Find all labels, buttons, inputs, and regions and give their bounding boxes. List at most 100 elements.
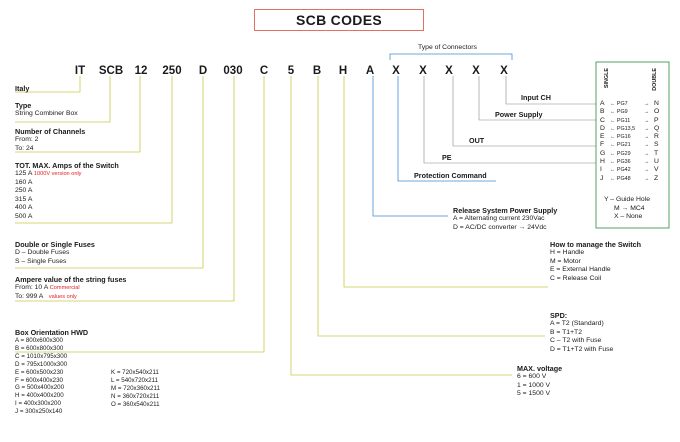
orientation-item: G = 500x400x200 bbox=[15, 384, 65, 392]
manage-value: C = Release Coil bbox=[550, 274, 602, 282]
amps-value: 400 A bbox=[15, 204, 33, 212]
connectors-box bbox=[595, 61, 670, 229]
orientation-item: D = 795x1000x300 bbox=[15, 360, 68, 368]
page-title: SCB CODES bbox=[254, 9, 424, 31]
code-voltage: 5 bbox=[287, 65, 295, 77]
orientation-item: M = 720x360x211 bbox=[111, 384, 160, 392]
release-heading: Release System Power Supply bbox=[453, 206, 558, 215]
orientation-item: I = 400x300x200 bbox=[15, 400, 61, 408]
code-manage: H bbox=[338, 65, 348, 77]
orientation-block: Box Orientation HWD A = 800x600x300 B = … bbox=[15, 328, 88, 416]
label-protection: Protection Command bbox=[414, 171, 487, 180]
orientation-col2: K = 720x540x211 L = 540x720x211 M = 720x… bbox=[111, 369, 160, 409]
fuses-heading: Double or Single Fuses bbox=[15, 240, 95, 249]
amps-value: 125 A 1000V version only bbox=[15, 170, 82, 177]
line-pe bbox=[423, 76, 596, 164]
connector-extra-item: M → MC4 bbox=[614, 204, 645, 212]
line-voltage bbox=[290, 76, 512, 376]
double-label: DOUBLE bbox=[652, 68, 658, 91]
line-protection bbox=[397, 76, 496, 182]
amps-note: 1000V version only bbox=[33, 171, 82, 177]
orientation-heading: Box Orientation HWD bbox=[15, 328, 89, 337]
type-block: Type String Combiner Box bbox=[15, 101, 78, 119]
connector-row: D← PG13,5→Q bbox=[600, 124, 660, 132]
code-fuse-amp: 030 bbox=[223, 65, 243, 77]
amps-block: TOT. MAX. Amps of the Switch 125 A 1000V… bbox=[15, 161, 119, 222]
orientation-item: F = 600x400x230 bbox=[15, 376, 63, 384]
single-label: SINGLE bbox=[604, 68, 610, 89]
fuses-block: Double or Single Fuses D – Double Fuses … bbox=[15, 240, 95, 266]
type-heading: Type bbox=[15, 101, 32, 110]
orientation-item: J = 300x250x140 bbox=[15, 408, 63, 416]
orientation-item: L = 540x720x211 bbox=[111, 376, 158, 384]
connector-extra-item: X – None bbox=[614, 213, 643, 221]
label-pe: PE bbox=[442, 153, 452, 162]
release-value: D = AC/DC converter → 24Vdc bbox=[453, 223, 547, 231]
connector-row: J← PG48→Z bbox=[600, 174, 659, 182]
code-out: X bbox=[445, 65, 453, 77]
connector-row: H← PG36→U bbox=[600, 158, 659, 166]
orientation-item: B = 600x800x300 bbox=[15, 344, 64, 352]
voltage-block: MAX. voltage 6 = 600 V 1 = 1000 V 5 = 15… bbox=[517, 364, 562, 399]
connector-extra-item: Y – Guide Hole bbox=[604, 196, 650, 203]
connectors-bracket bbox=[389, 53, 513, 60]
label-input-ch: Input CH bbox=[521, 93, 551, 102]
amps-heading: TOT. MAX. Amps of the Switch bbox=[15, 161, 119, 170]
code-spd: B bbox=[312, 65, 322, 77]
fuses-value: S – Single Fuses bbox=[15, 257, 67, 265]
code-country: IT bbox=[74, 65, 86, 77]
fuse-amp-from: From: 10 A Commercial bbox=[15, 284, 80, 291]
code-orientation: C bbox=[259, 65, 269, 77]
orientation-item: N = 360x720x211 bbox=[111, 392, 160, 400]
fuse-amp-heading: Ampere value of the string fuses bbox=[15, 275, 127, 284]
connector-row: B← PG9→O bbox=[600, 108, 660, 116]
line-type bbox=[15, 76, 111, 123]
code-pe: X bbox=[419, 65, 427, 77]
code-power-supply: X bbox=[472, 65, 480, 77]
manage-heading: How to manage the Switch bbox=[550, 240, 642, 249]
label-italy: Italy bbox=[15, 84, 30, 93]
spd-value: D = T1+T2 with Fuse bbox=[550, 345, 614, 353]
type-value: String Combiner Box bbox=[15, 110, 78, 117]
orientation-item: E = 600x500x230 bbox=[15, 368, 64, 376]
line-power-supply bbox=[478, 76, 596, 121]
line-input-ch bbox=[505, 76, 596, 105]
line-amps bbox=[15, 76, 173, 224]
channels-heading: Number of Channels bbox=[15, 127, 86, 136]
fuse-amp-block: Ampere value of the string fuses From: 1… bbox=[15, 275, 126, 301]
orientation-item: A = 800x600x300 bbox=[15, 337, 63, 344]
connector-extra: Y – Guide Hole M → MC4 X – None bbox=[604, 196, 650, 222]
manage-block: How to manage the Switch H = Handle M = … bbox=[550, 240, 641, 283]
line-fuse-amp bbox=[15, 76, 235, 302]
label-power-supply: Power Supply bbox=[495, 110, 543, 119]
channels-to: To: 24 bbox=[15, 144, 34, 152]
connectors-label: Type of Connectors bbox=[418, 44, 477, 51]
connector-row: E← PG16→R bbox=[600, 133, 659, 141]
line-orientation bbox=[15, 76, 265, 353]
connector-row: F← PG21→S bbox=[600, 141, 659, 149]
fuses-value: D – Double Fuses bbox=[15, 249, 70, 256]
code-channels: 12 bbox=[134, 65, 148, 77]
release-block: Release System Power Supply A = Alternat… bbox=[453, 206, 557, 232]
line-manage bbox=[343, 76, 548, 288]
line-spd bbox=[317, 76, 545, 337]
code-protection: X bbox=[392, 65, 400, 77]
voltage-value: 1 = 1000 V bbox=[517, 381, 551, 389]
orientation-item: C = 1010x795x300 bbox=[15, 352, 68, 360]
line-out bbox=[452, 76, 596, 147]
channels-from: From: 2 bbox=[15, 136, 39, 143]
orientation-item: K = 720x540x211 bbox=[111, 369, 159, 376]
label-out: OUT bbox=[469, 136, 485, 145]
code-input-ch: X bbox=[500, 65, 508, 77]
spd-heading: SPD: bbox=[550, 311, 568, 320]
connector-row: I← PG42→V bbox=[600, 166, 659, 174]
code-type: SCB bbox=[98, 65, 124, 77]
manage-value: M = Motor bbox=[550, 257, 581, 265]
spd-value: C – T2 with Fuse bbox=[550, 337, 602, 345]
fuse-amp-to: To: 999 A values only bbox=[15, 292, 77, 300]
spd-value: B = T1+T2 bbox=[550, 328, 582, 336]
spd-block: SPD: A = T2 (Standard) B = T1+T2 C – T2 … bbox=[550, 311, 613, 354]
voltage-value: 5 = 1500 V bbox=[517, 390, 551, 398]
line-channels bbox=[15, 76, 141, 153]
